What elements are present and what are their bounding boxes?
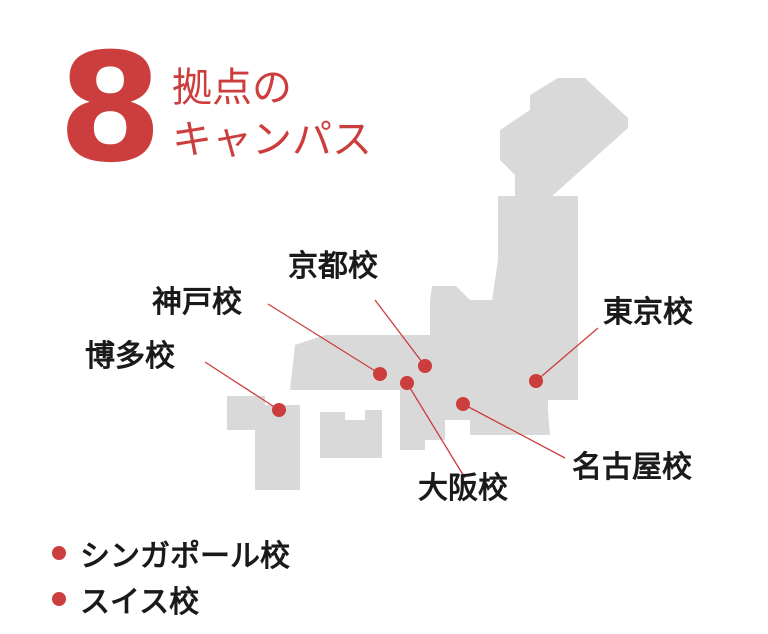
campus-count: 8	[58, 22, 163, 196]
overseas-campus-label: スイス校	[80, 585, 200, 620]
bullet-dot-icon	[52, 592, 66, 606]
kyushu-shape	[227, 396, 300, 490]
overseas-campus-list: シンガポール校 スイス校	[52, 530, 290, 622]
nagoya-dot	[456, 397, 470, 411]
kyoto-label: 京都校	[288, 249, 378, 284]
kobe-label: 神戸校	[152, 285, 242, 320]
osaka-dot	[400, 376, 414, 390]
title-line-2: キャンパス	[172, 117, 372, 163]
list-item: シンガポール校	[52, 530, 290, 576]
overseas-campus-label: シンガポール校	[80, 539, 290, 574]
shikoku-shape	[320, 410, 382, 458]
page-title: 拠点の キャンパス	[172, 62, 372, 166]
osaka-label: 大阪校	[418, 471, 508, 506]
list-item: スイス校	[52, 576, 290, 622]
tokyo-dot	[529, 374, 543, 388]
tokyo-label: 東京校	[603, 295, 693, 330]
hakata-label: 博多校	[85, 339, 175, 374]
honshu-shape	[290, 196, 578, 450]
bullet-dot-icon	[52, 546, 66, 560]
kyoto-dot	[418, 359, 432, 373]
osaka-leader-line	[406, 382, 466, 479]
hakata-leader-line	[204, 361, 280, 411]
nagoya-label: 名古屋校	[572, 450, 692, 485]
hokkaido-shape	[500, 78, 628, 198]
hakata-dot	[272, 403, 286, 417]
kobe-dot	[373, 367, 387, 381]
kyoto-leader-line	[374, 299, 426, 367]
title-line-1: 拠点の	[172, 65, 292, 111]
tokyo-leader-line	[535, 327, 599, 382]
nagoya-leader-line	[462, 403, 566, 459]
kobe-leader-line	[267, 303, 381, 375]
